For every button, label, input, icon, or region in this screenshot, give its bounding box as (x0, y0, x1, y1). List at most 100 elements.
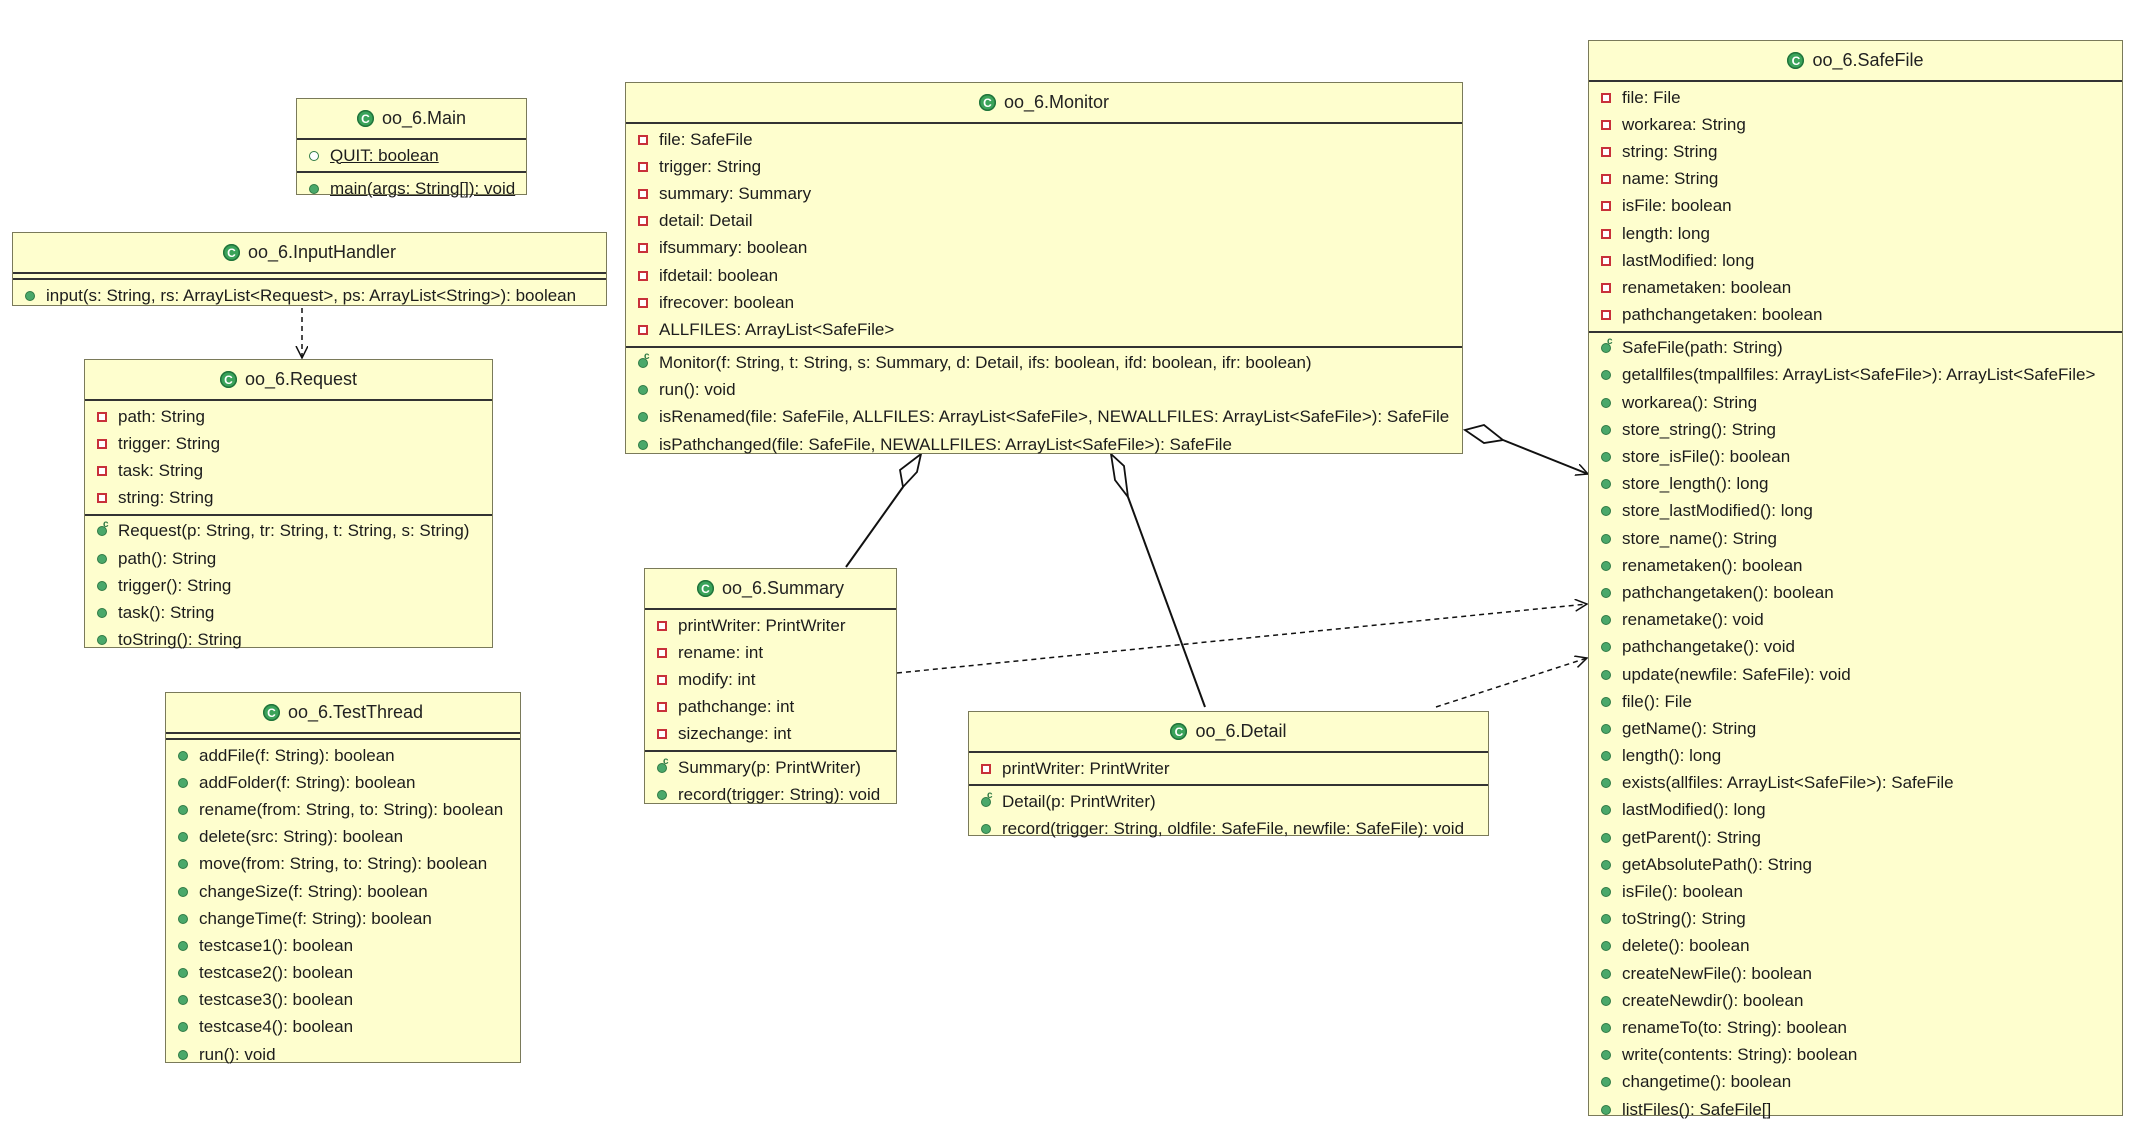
field-row: file: SafeFile (626, 126, 1462, 153)
public-method-icon (1601, 941, 1611, 952)
field-row: ALLFILES: ArrayList<SafeFile> (626, 316, 1462, 343)
class-name: oo_6.TestThread (287, 702, 424, 722)
field-text: lastModified: long (1622, 250, 1755, 270)
private-field-icon (97, 465, 107, 476)
class-name: oo_6.Request (244, 369, 358, 389)
class-icon: C (262, 704, 280, 721)
aggregation-diamond-detail (1109, 451, 1130, 501)
fields-section: path: String trigger: String task: Strin… (85, 401, 492, 516)
public-method-icon (1601, 424, 1611, 435)
public-method-icon (25, 290, 35, 301)
method-text: length(): long (1622, 746, 1722, 766)
class-icon: C (222, 244, 240, 261)
private-field-icon (638, 297, 648, 308)
field-text: pathchange: int (678, 697, 795, 717)
field-row: string: String (85, 485, 492, 512)
public-method-icon (309, 183, 319, 194)
field-row: name: String (1589, 166, 2122, 193)
public-method-icon (97, 607, 107, 618)
private-field-icon (1601, 201, 1611, 212)
constructor-icon (657, 756, 669, 773)
dependency-detail-safefile (1435, 658, 1587, 708)
private-field-icon (1601, 92, 1611, 103)
field-row: QUIT: boolean (297, 142, 526, 169)
method-row: pathchangetake(): void (1589, 634, 2122, 661)
private-field-icon (1601, 255, 1611, 266)
public-method-icon (1601, 778, 1611, 789)
field-text: renametaken: boolean (1622, 277, 1792, 297)
private-field-icon (638, 270, 648, 281)
method-row: getAbsolutePath(): String (1589, 851, 2122, 878)
method-row: getallfiles(tmpallfiles: ArrayList<SafeF… (1589, 362, 2122, 389)
field-row: trigger: String (626, 153, 1462, 180)
method-row: pathchangetaken(): boolean (1589, 579, 2122, 606)
method-row: exists(allfiles: ArrayList<SafeFile>): S… (1589, 770, 2122, 797)
field-row: path: String (85, 403, 492, 430)
class-icon: C (696, 580, 714, 597)
public-method-icon (1601, 479, 1611, 490)
method-row: Detail(p: PrintWriter) (969, 788, 1488, 815)
method-text: changetime(): boolean (1622, 1072, 1792, 1092)
method-text: record(trigger: String): void (678, 784, 881, 804)
method-text: toString(): String (118, 630, 242, 650)
public-method-icon (178, 804, 188, 815)
class-detail[interactable]: Coo_6.Detail printWriter: PrintWriter De… (968, 711, 1489, 838)
public-method-icon (1601, 615, 1611, 626)
public-method-icon (97, 635, 107, 646)
method-row: addFile(f: String): boolean (166, 742, 520, 769)
method-text: toString(): String (1622, 909, 1746, 929)
public-method-icon (97, 553, 107, 564)
method-text: update(newfile: SafeFile): void (1622, 664, 1851, 684)
method-row: delete(): boolean (1589, 933, 2122, 960)
methods-section: Monitor(f: String, t: String, s: Summary… (626, 348, 1462, 461)
method-text: trigger(): String (118, 575, 232, 595)
private-field-icon (1601, 282, 1611, 293)
public-method-icon (1601, 723, 1611, 734)
method-row: listFiles(): SafeFile[] (1589, 1096, 2122, 1123)
public-method-icon (1601, 370, 1611, 381)
private-field-icon (1601, 146, 1611, 157)
public-method-icon (1601, 859, 1611, 870)
public-method-icon (178, 777, 188, 788)
public-method-icon (981, 823, 991, 834)
constructor-icon (97, 519, 109, 537)
method-row: store_lastModified(): long (1589, 498, 2122, 525)
field-row: printWriter: PrintWriter (969, 755, 1488, 782)
field-text: rename: int (678, 642, 764, 662)
method-row: record(trigger: String): void (645, 781, 896, 808)
method-row: createNewdir(): boolean (1589, 987, 2122, 1014)
method-text: input(s: String, rs: ArrayList<Request>,… (46, 285, 577, 305)
aggregation-monitor-summary (845, 486, 904, 568)
method-row: main(args: String[]): void (297, 175, 526, 202)
field-row: lastModified: long (1589, 247, 2122, 274)
constructor-icon (1601, 336, 1613, 354)
method-row: changeSize(f: String): boolean (166, 878, 520, 905)
public-method-icon (178, 940, 188, 951)
method-row: store_string(): String (1589, 416, 2122, 443)
field-text: file: SafeFile (659, 129, 753, 149)
methods-section: Summary(p: PrintWriter) record(trigger: … (645, 752, 896, 810)
method-row: isRenamed(file: SafeFile, ALLFILES: Arra… (626, 404, 1462, 431)
private-field-icon (638, 216, 648, 227)
method-text: main(args: String[]): void (330, 178, 516, 198)
field-text: pathchangetaken: boolean (1622, 305, 1823, 325)
public-method-icon (178, 886, 188, 897)
method-text: lastModified(): long (1622, 800, 1766, 820)
method-text: renametaken(): boolean (1622, 555, 1803, 575)
method-row: renametake(): void (1589, 607, 2122, 634)
method-text: isRenamed(file: SafeFile, ALLFILES: Arra… (659, 407, 1450, 427)
private-field-icon (97, 493, 107, 504)
method-text: isFile(): boolean (1622, 882, 1743, 902)
field-text: ifdetail: boolean (659, 265, 779, 285)
field-text: trigger: String (118, 433, 221, 453)
method-text: pathchangetake(): void (1622, 637, 1795, 657)
